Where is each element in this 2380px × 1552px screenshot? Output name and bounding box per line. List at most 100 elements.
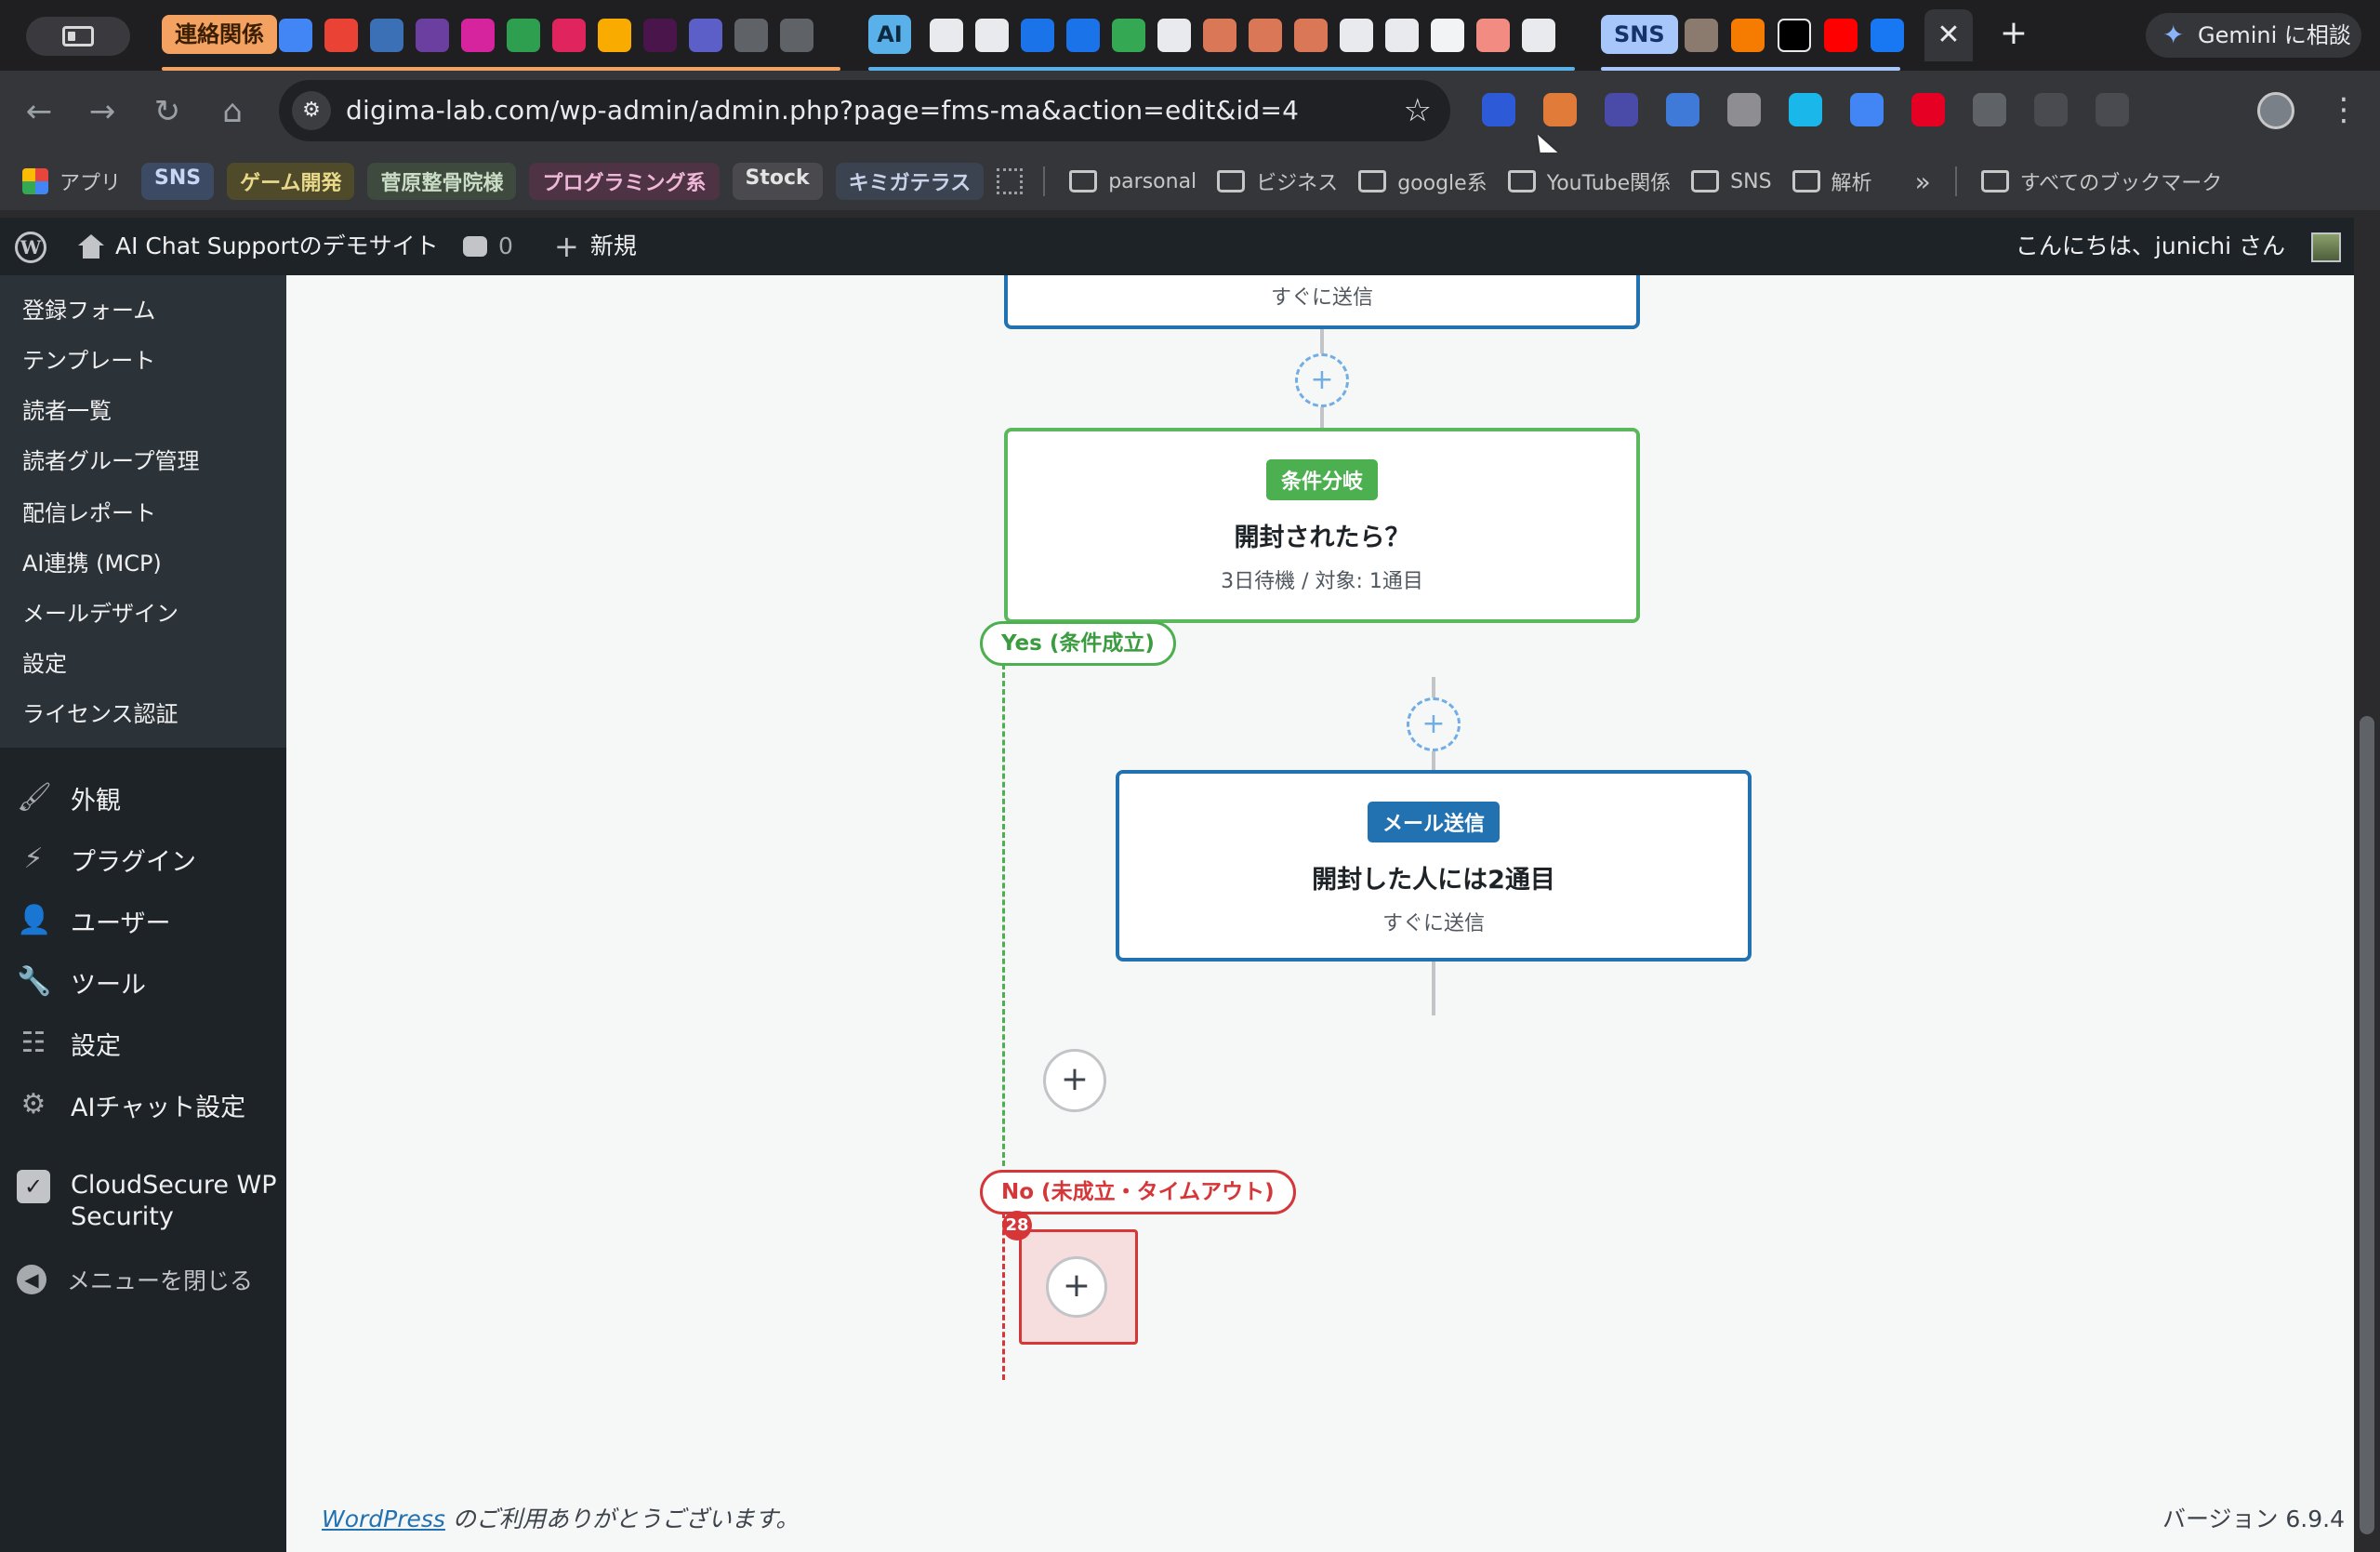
bookmark-folder[interactable]: YouTube関係 xyxy=(1507,166,1671,196)
scrollbar-thumb[interactable] xyxy=(2360,716,2374,1534)
bookmark-folder[interactable]: SNS xyxy=(1691,166,1772,196)
app-tab-icon[interactable] xyxy=(1522,19,1555,52)
flow-step-send-card[interactable]: すぐに送信 xyxy=(1004,275,1640,329)
claude-tab-icon[interactable] xyxy=(1203,19,1236,52)
menu-plugins[interactable]: ⚡プラグイン xyxy=(0,839,286,880)
submenu-item[interactable]: ライセンス認証 xyxy=(22,701,178,727)
close-tab-icon[interactable]: ✕ xyxy=(1924,9,1973,61)
app-tab-icon[interactable] xyxy=(1340,19,1373,52)
app-tab-icon[interactable] xyxy=(1476,19,1510,52)
home-icon[interactable]: ⌂ xyxy=(222,93,243,130)
extension-icon[interactable] xyxy=(1727,93,1761,126)
bookmark-folder[interactable]: ビジネス xyxy=(1217,166,1338,196)
facebook-tab-icon[interactable] xyxy=(1871,19,1904,52)
bookmark-chip[interactable]: キミガテラス xyxy=(835,163,985,200)
bookmarks-overflow-icon[interactable]: » xyxy=(1914,166,1931,197)
bookmark-chip[interactable]: ゲーム開発 xyxy=(227,163,355,200)
bookmark-chip[interactable]: Stock xyxy=(732,163,823,200)
gmail-tab-icon[interactable] xyxy=(324,19,358,52)
puzzle-extensions-icon[interactable] xyxy=(1973,93,2006,126)
menu-users[interactable]: 👤ユーザー xyxy=(17,904,171,938)
globe-tab-icon[interactable] xyxy=(734,19,768,52)
tab-search-button[interactable] xyxy=(26,17,130,56)
add-step-button[interactable]: + xyxy=(1043,1049,1106,1112)
submenu-item[interactable]: AI連携 (MCP) xyxy=(22,550,162,577)
forward-arrow-icon[interactable]: → xyxy=(88,93,116,130)
bookmark-chip[interactable]: 菅原整骨院様 xyxy=(367,163,517,200)
mail-send-card[interactable]: メール送信 開封した人には2通目 すぐに送信 xyxy=(1116,770,1752,962)
bookmark-folder[interactable]: parsonal xyxy=(1069,166,1197,196)
submenu-item[interactable]: 登録フォーム xyxy=(22,298,156,324)
blog-tab-icon[interactable] xyxy=(1731,19,1765,52)
calendar-tab-icon[interactable] xyxy=(279,19,312,52)
bookmark-folder[interactable]: google系 xyxy=(1358,166,1488,196)
notion-tab-icon[interactable] xyxy=(1431,19,1464,52)
claude-tab-icon[interactable] xyxy=(1249,19,1282,52)
menu-appearance[interactable]: 🖌外観 xyxy=(17,781,121,816)
vimeo-extension-icon[interactable] xyxy=(1789,93,1822,126)
analytics-tab-icon[interactable] xyxy=(598,19,631,52)
user-greeting[interactable]: こんにちは、junichi さん xyxy=(2015,232,2285,259)
chatgpt-tab-icon[interactable] xyxy=(1021,19,1054,52)
slack-tab-icon[interactable] xyxy=(643,19,677,52)
tab-groups-grid-icon[interactable] xyxy=(997,168,1024,194)
kebab-menu-icon[interactable]: ⋮ xyxy=(2328,91,2360,128)
reload-icon[interactable]: ↻ xyxy=(153,93,181,130)
teams-tab-icon[interactable] xyxy=(689,19,722,52)
gemini-button[interactable]: ✦ Gemini に相談 xyxy=(2146,13,2361,58)
url-text[interactable]: digima-lab.com/wp-admin/admin.php?page=f… xyxy=(346,95,1300,126)
add-step-button[interactable]: + xyxy=(1046,1256,1107,1318)
bookmark-apps[interactable]: アプリ xyxy=(22,166,121,196)
submenu-item[interactable]: 読者グループ管理 xyxy=(22,448,200,474)
menu-settings[interactable]: ☷設定 xyxy=(0,1023,286,1064)
menu-cloudsecure[interactable]: ✓ CloudSecure WP Security xyxy=(0,1170,286,1235)
submenu-item[interactable]: メールデザイン xyxy=(22,601,178,627)
tab-group-renraku[interactable]: 連絡関係 xyxy=(162,15,277,54)
submenu-item[interactable]: 読者一覧 xyxy=(22,398,112,424)
youtube-tab-icon[interactable] xyxy=(1824,19,1858,52)
new-tab-button[interactable]: + xyxy=(1999,14,2029,52)
bookmark-star-icon[interactable]: ☆ xyxy=(1403,92,1432,129)
claude-tab-icon[interactable] xyxy=(1294,19,1328,52)
drop-zone[interactable]: + xyxy=(1019,1229,1138,1345)
extension-icon[interactable] xyxy=(1543,93,1577,126)
chatgpt-tab-icon[interactable] xyxy=(930,19,963,52)
extension-icon[interactable] xyxy=(1605,93,1638,126)
collapse-menu-button[interactable]: ◀ メニューを閉じる xyxy=(0,1259,286,1300)
wordpress-link[interactable]: WordPress xyxy=(322,1506,445,1532)
chatgpt-tab-icon[interactable] xyxy=(975,19,1009,52)
tab-group-sns[interactable]: SNS xyxy=(1601,15,1678,54)
app-tab-icon[interactable] xyxy=(1385,19,1419,52)
submenu-item[interactable]: 配信レポート xyxy=(22,500,156,526)
instagram-tab-icon[interactable] xyxy=(461,19,495,52)
zoom-extension-icon[interactable] xyxy=(1482,93,1515,126)
bookmark-chip[interactable]: SNS xyxy=(141,163,215,200)
ai-tab[interactable]: AI xyxy=(868,15,911,54)
menu-ai-chat-settings[interactable]: ⚙AIチャット設定 xyxy=(0,1084,286,1125)
submenu-item[interactable]: テンプレート xyxy=(22,348,156,374)
submenu-item[interactable]: 設定 xyxy=(22,651,67,677)
bookmark-folder[interactable]: 解析 xyxy=(1792,166,1872,196)
site-name-link[interactable]: AI Chat Supportのデモサイト xyxy=(78,218,439,275)
chat-tab-icon[interactable] xyxy=(507,19,540,52)
globe-tab-icon[interactable] xyxy=(780,19,813,52)
x-tab-icon[interactable] xyxy=(1778,19,1811,52)
chatgpt-tab-icon[interactable] xyxy=(1066,19,1100,52)
address-bar[interactable]: ⚙ digima-lab.com/wp-admin/admin.php?page… xyxy=(279,80,1450,141)
kanji-tab-icon[interactable] xyxy=(370,19,403,52)
back-arrow-icon[interactable]: ← xyxy=(25,93,53,130)
user-avatar[interactable] xyxy=(2311,232,2341,262)
add-step-button[interactable]: + xyxy=(1407,697,1461,751)
app-tab-icon[interactable] xyxy=(1112,19,1145,52)
pinterest-extension-icon[interactable] xyxy=(1911,93,1945,126)
new-content-link[interactable]: + 新規 xyxy=(554,218,637,275)
app-tab-icon[interactable] xyxy=(1157,19,1191,52)
add-step-button[interactable]: + xyxy=(1295,353,1349,407)
comments-link[interactable]: 0 xyxy=(463,218,513,275)
extension-icon[interactable] xyxy=(1666,93,1699,126)
all-bookmarks-folder[interactable]: すべてのブックマーク xyxy=(1980,166,2222,196)
photos-tab-icon[interactable] xyxy=(416,19,449,52)
condition-branch-card[interactable]: 条件分岐 開封されたら？ 3日待機 / 対象: 1通目 xyxy=(1004,428,1640,623)
lens-icon[interactable] xyxy=(2034,93,2068,126)
photo-tab-icon[interactable] xyxy=(1685,19,1718,52)
